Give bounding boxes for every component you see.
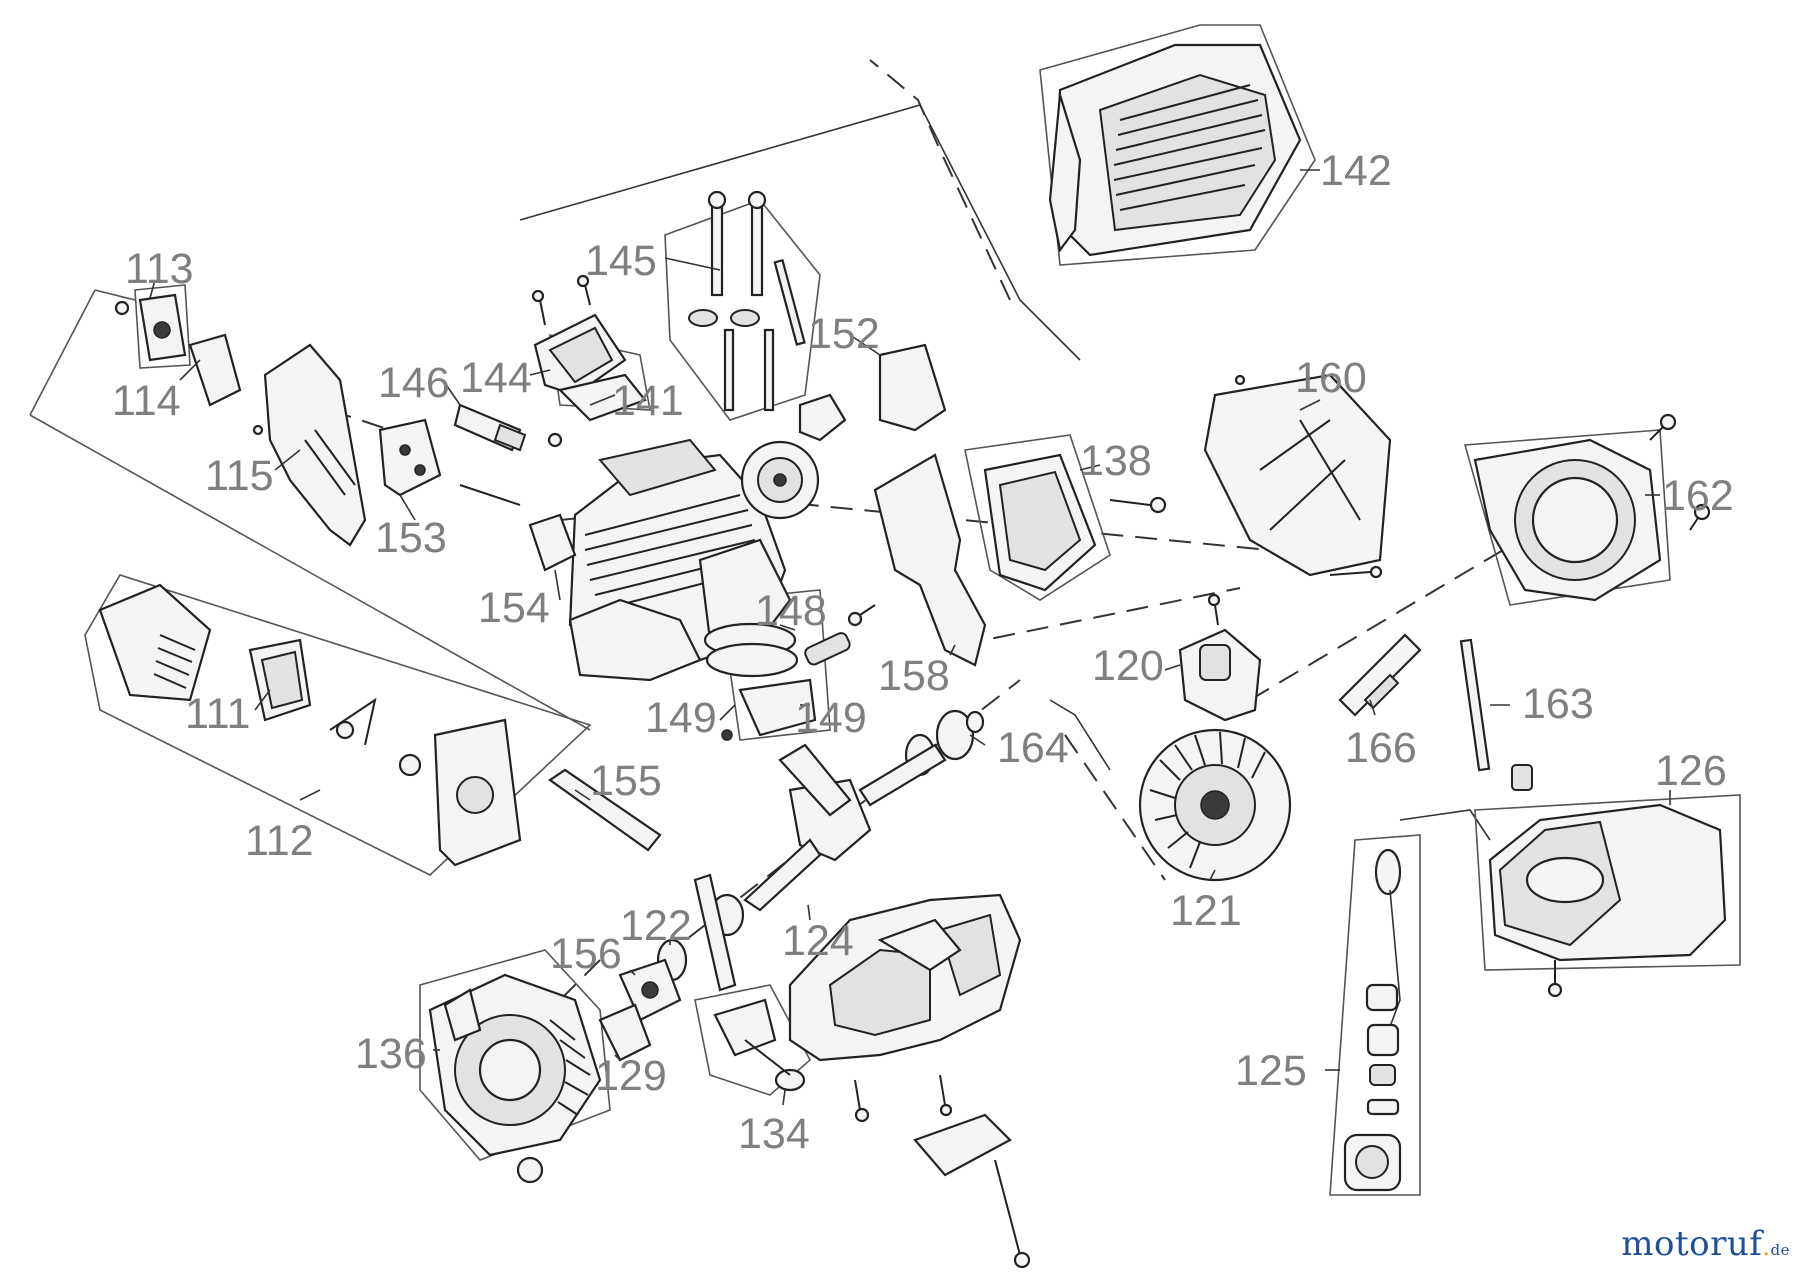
part-163-rod: [1459, 638, 1533, 791]
part-label-153: 153: [375, 514, 447, 562]
part-label-156: 156: [550, 930, 622, 978]
part-114-gasket: [188, 333, 242, 407]
group-outline-115a: [29, 289, 96, 416]
group-outline-136: [419, 949, 611, 1161]
part-149-piston: [721, 632, 851, 741]
part-label-154: 154: [478, 584, 550, 632]
part-112-air-filter-cover: [98, 583, 212, 702]
watermark: motoruf.de: [1621, 1224, 1790, 1264]
part-125-fuel-line: [1343, 848, 1402, 1192]
bolts: [114, 274, 1711, 1123]
part-113-carburetor: [138, 293, 187, 362]
part-154-gasket: [528, 513, 577, 572]
part-starter-bolt: [516, 1156, 544, 1184]
part-141-gasket: [557, 373, 647, 422]
watermark-text: motoruf: [1621, 1224, 1763, 1264]
part-choke-linkage: [329, 697, 422, 777]
part-121-flywheel: [1138, 728, 1292, 882]
part-label-149-right: 149: [795, 694, 867, 742]
part-label-115: 115: [205, 452, 274, 500]
part-label-125: 125: [1235, 1047, 1307, 1095]
part-crankcase-cover-plate: [913, 1113, 1031, 1269]
group-outline-115c: [94, 289, 136, 301]
part-124-crankcase: [788, 893, 1022, 1062]
part-label-164: 164: [997, 724, 1069, 772]
part-111-filter-element: [248, 638, 312, 722]
part-label-126: 126: [1655, 747, 1727, 795]
part-label-122: 122: [620, 902, 692, 950]
part-label-160: 160: [1295, 354, 1367, 402]
part-112-base-plate: [433, 718, 522, 867]
part-cylinder-engine-block: [568, 438, 792, 682]
part-label-166: 166: [1345, 724, 1417, 772]
group-outline-162: [1463, 429, 1671, 606]
part-intake-bolts: [459, 484, 521, 506]
part-label-113: 113: [125, 245, 194, 293]
part-label-163: 163: [1522, 680, 1594, 728]
part-label-144: 144: [460, 354, 532, 402]
part-label-111: 111: [185, 690, 250, 738]
part-label-120: 120: [1092, 642, 1164, 690]
leader-lines: [149, 169, 1671, 1106]
group-outline-115b: [29, 414, 591, 731]
part-153-insulator: [378, 418, 442, 497]
part-label-145: 145: [585, 237, 657, 285]
part-label-146: 146: [378, 359, 450, 407]
group-outline-138: [964, 434, 1111, 601]
part-115-heat-shield: [263, 343, 367, 547]
part-label-134: 134: [738, 1110, 810, 1158]
part-label-112: 112: [245, 817, 314, 865]
watermark-dot: .: [1762, 1233, 1771, 1261]
part-label-142: 142: [1320, 147, 1392, 195]
watermark-tld: de: [1770, 1241, 1790, 1259]
part-166-drive-shaft: [1338, 633, 1422, 717]
group-outline-113: [134, 284, 191, 369]
part-labels: 113 114 115 145 146 144 141 152 142 153 …: [112, 147, 1734, 1158]
part-145-valve-train: [688, 190, 806, 412]
part-134-starter-pawl: [713, 998, 806, 1092]
part-label-162: 162: [1662, 472, 1734, 520]
part-120-ignition-coil: [1178, 628, 1262, 722]
part-label-129: 129: [595, 1052, 667, 1100]
part-label-149-left: 149: [645, 694, 717, 742]
part-label-148: 148: [755, 587, 827, 635]
part-138-muffler: [983, 453, 1097, 592]
part-label-138: 138: [1080, 437, 1152, 485]
part-152-cam-gear: [740, 343, 947, 520]
part-label-155: 155: [590, 757, 662, 805]
part-160-cover: [1203, 373, 1392, 577]
part-144-valve-cover: [533, 313, 627, 397]
part-162-fan-housing: [1473, 438, 1662, 602]
part-126-fuel-tank: [1488, 803, 1727, 962]
part-label-136: 136: [355, 1030, 427, 1078]
part-136-recoil-starter: [428, 973, 602, 1157]
part-142-shroud: [1048, 43, 1302, 257]
part-crankshaft: [709, 743, 947, 937]
part-148-piston-rings: [703, 622, 799, 678]
part-label-141: 141: [612, 377, 684, 425]
part-129-pulley: [598, 1003, 652, 1062]
part-155-tube: [548, 768, 662, 852]
group-outline-125: [1329, 834, 1421, 1196]
part-158-bracket: [873, 453, 987, 667]
part-label-158: 158: [878, 652, 950, 700]
group-outline-126: [1474, 794, 1741, 971]
part-146-spark-plug: [453, 403, 527, 452]
part-label-124: 124: [782, 917, 854, 965]
part-label-152: 152: [808, 310, 880, 358]
part-label-114: 114: [112, 377, 181, 425]
part-label-121: 121: [1170, 887, 1242, 935]
group-outline-142: [1039, 24, 1316, 266]
